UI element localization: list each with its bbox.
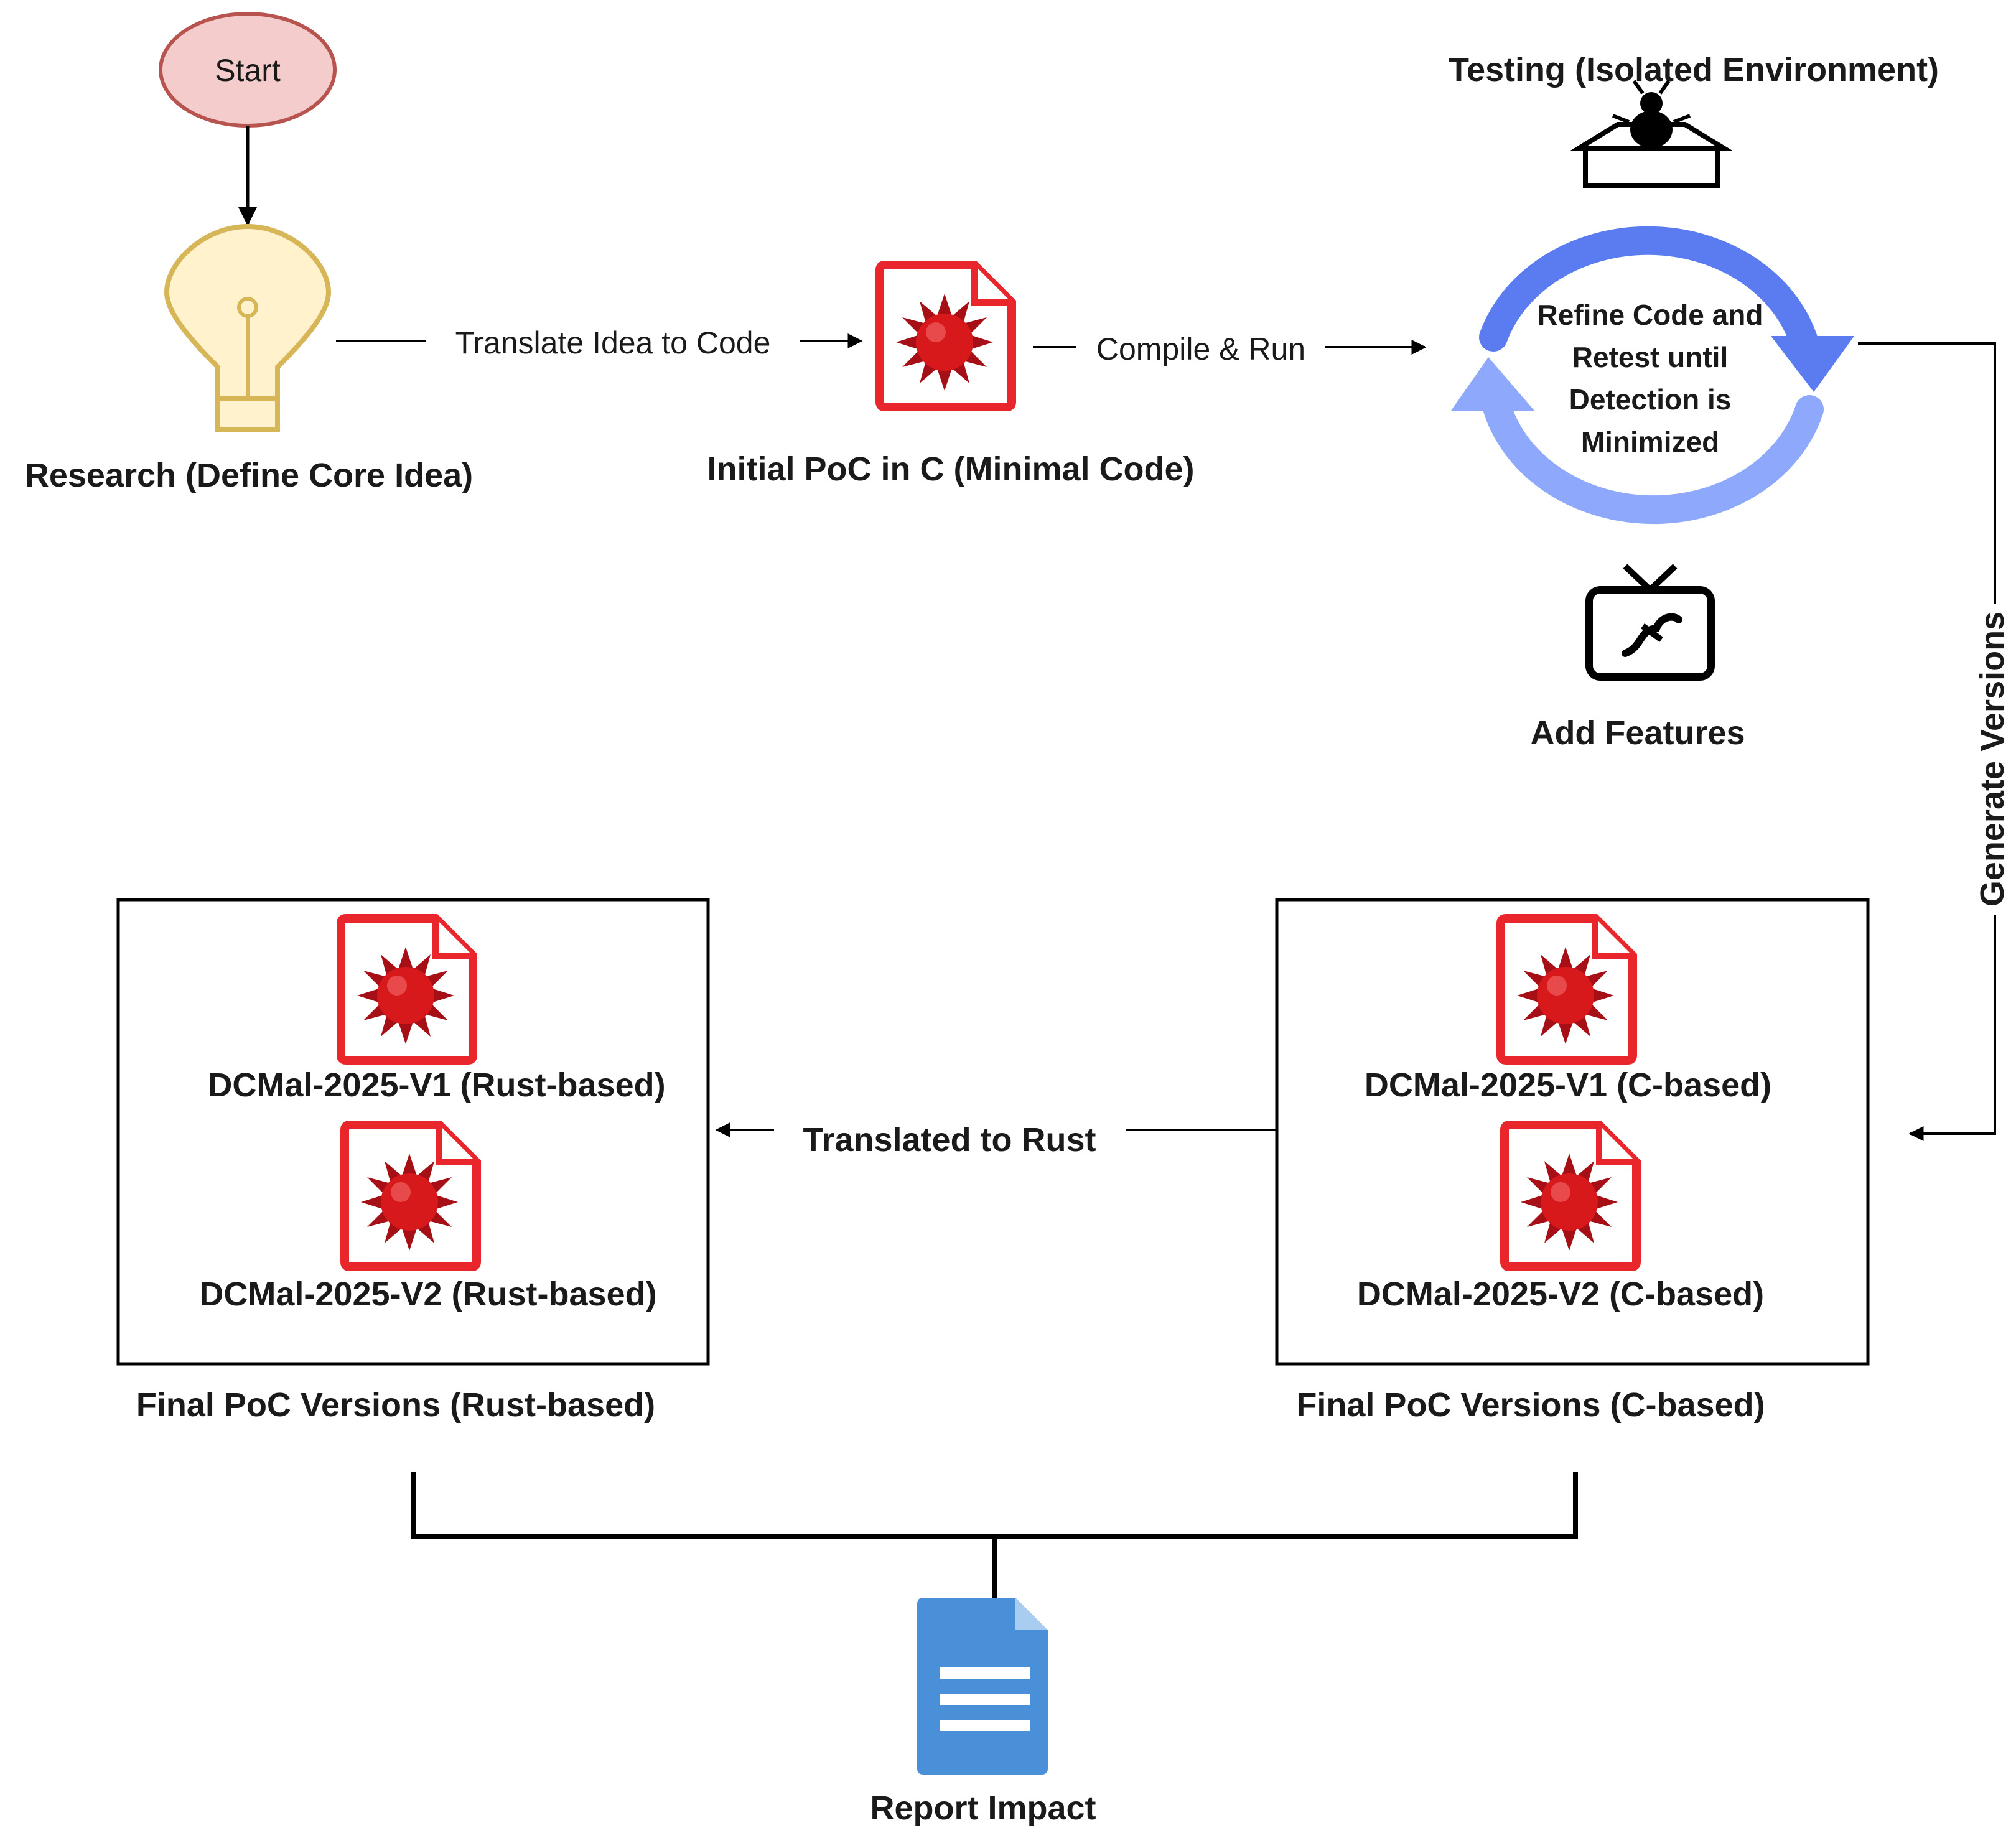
edge-generate-label: Generate Versions [1974,612,2011,907]
refine-line-3: Detection is [1569,383,1732,416]
malware-file-icon [345,1125,477,1267]
malware-file-icon [1505,1125,1636,1267]
sandbox-bug-icon [1570,80,1733,188]
refine-line-1: Refine Code and [1538,299,1763,331]
refine-line-2: Retest until [1572,341,1728,373]
final-c-caption: Final PoC Versions (C-based) [1296,1386,1765,1424]
research-node: Research (Define Core Idea) [25,223,473,494]
edge-compile-label: Compile & Run [1096,332,1305,366]
initial-poc-label: Initial PoC in C (Minimal Code) [707,450,1195,488]
merge-bracket [411,1472,1578,1539]
start-label: Start [215,53,281,88]
refine-line-4: Minimized [1581,426,1719,458]
refresh-cycle-icon [1451,226,1854,525]
tv-wrench-icon [1585,564,1715,681]
testing-label: Testing (Isolated Environment) [1449,51,1939,88]
edge-translated-rust-label: Translated to Rust [803,1121,1096,1159]
final-rust-group: DCMal-2025-V1 (Rust-based) DCMal-2025-V2… [116,898,710,1366]
add-features-node: Add Features [1530,564,1745,752]
final-rust-caption: Final PoC Versions (Rust-based) [136,1386,655,1424]
final-rust-item-2: DCMal-2025-V2 (Rust-based) [199,1276,656,1313]
edge-label-bg [1972,604,2016,915]
edge-label-bg [1076,326,1325,371]
final-c-group: DCMal-2025-V1 (C-based) DCMal-2025-V2 (C… [1275,898,1870,1366]
edge-label-bg [426,320,800,365]
report-node: Report Impact [870,1598,1096,1827]
refine-cycle-node: Refine Code and Retest until Detection i… [1451,226,1854,525]
document-icon [917,1598,1048,1775]
final-c-item-1: DCMal-2025-V1 (C-based) [1365,1066,1771,1104]
final-rust-item-1: DCMal-2025-V1 (Rust-based) [208,1066,665,1104]
start-node: Start [159,12,337,128]
malware-file-icon [880,265,1012,407]
research-label: Research (Define Core Idea) [25,457,473,494]
final-c-item-2: DCMal-2025-V2 (C-based) [1357,1276,1764,1313]
malware-file-icon [341,918,473,1060]
edge-translate-idea-label: Translate Idea to Code [455,325,771,360]
initial-poc-node: Initial PoC in C (Minimal Code) [707,265,1195,488]
edge-label-bg [774,1114,1126,1161]
report-label: Report Impact [870,1789,1096,1827]
lightbulb-icon [164,223,332,432]
malware-file-icon [1501,918,1633,1060]
add-features-label: Add Features [1530,714,1745,752]
